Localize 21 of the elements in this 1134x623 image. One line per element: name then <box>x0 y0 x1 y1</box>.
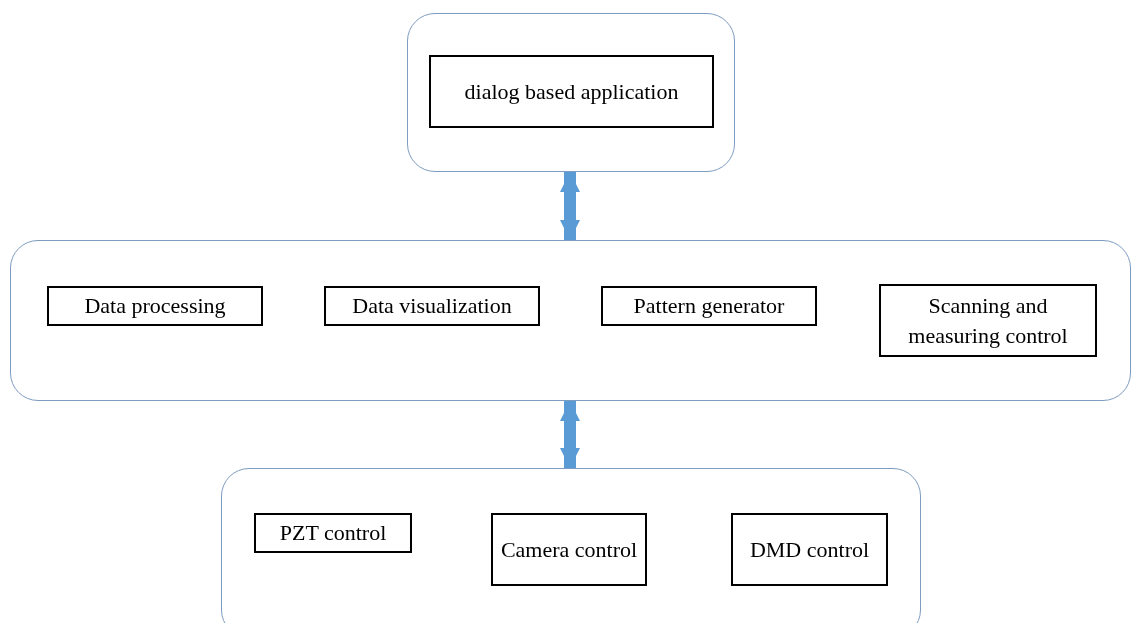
box-label: DMD control <box>749 535 870 564</box>
box-label: PZT control <box>279 519 387 547</box>
process-box <box>731 513 888 586</box>
process-box <box>491 513 647 586</box>
process-box <box>601 286 817 326</box>
process-box <box>324 286 540 326</box>
process-box <box>429 55 714 128</box>
group-panel <box>407 13 735 172</box>
box-label: Data processing <box>84 292 226 320</box>
box-label: Scanning and measuring control <box>907 291 1069 350</box>
box-label: Pattern generator <box>633 292 785 320</box>
box-label: Data visualization <box>352 292 512 320</box>
group-panel <box>221 468 921 623</box>
double-arrow <box>559 401 581 468</box>
group-panel <box>10 240 1131 401</box>
box-label: dialog based application <box>464 77 679 106</box>
process-box <box>47 286 263 326</box>
process-box <box>879 284 1097 357</box>
double-arrow <box>559 172 581 240</box>
box-label: Camera control <box>500 535 638 564</box>
process-box <box>254 513 412 553</box>
